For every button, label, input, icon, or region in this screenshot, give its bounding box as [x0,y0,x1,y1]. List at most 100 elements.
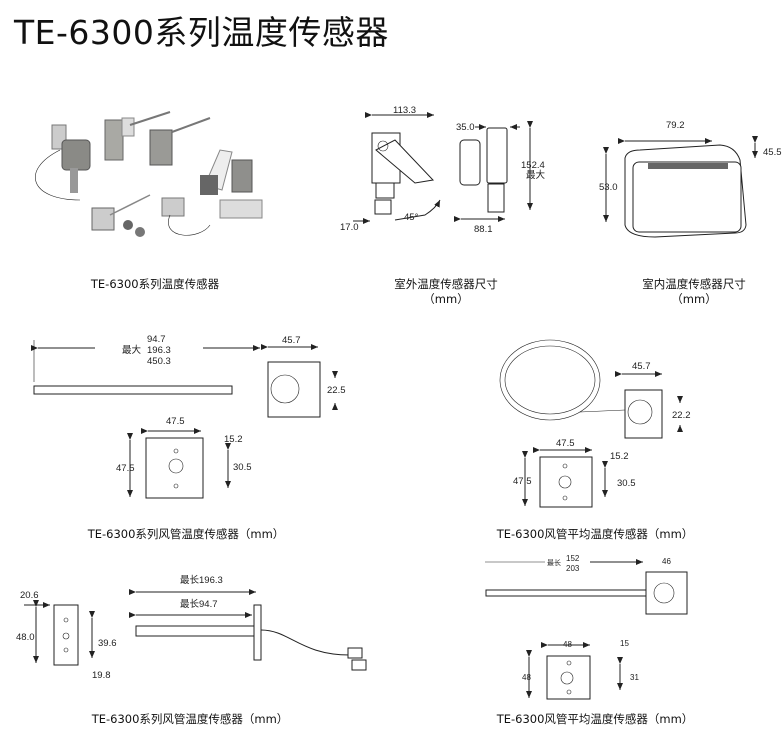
drawing-line [63,647,69,653]
drawing-line [632,161,742,233]
dimension-label: 47.5 [116,463,135,474]
drawing-line [566,689,572,695]
drawing-line [374,199,392,215]
drawing-line [546,655,591,700]
dimension-label: 203 [566,564,580,573]
drawing-line [53,604,79,666]
drawing-line [104,119,124,161]
dimension-label: 45° [404,212,419,223]
averaging-sensor-2-drawing: 最长 152 203 46 48 48 15 31 [485,554,688,700]
dimension-label: 35.0 [456,122,475,133]
drawing-line [135,227,145,237]
outdoor-sensor-drawing: 113.3 17.0 45° 35.0 152.4 最大 88.1 [340,105,546,235]
dimension-label: 22.5 [327,385,346,396]
page-title: TE-6300系列温度传感器 [14,13,389,52]
caption-indoor-unit: （mm） [671,292,717,306]
drawing-line [135,625,255,637]
dimension-label: 79.2 [666,120,685,131]
drawing-line [486,127,508,184]
drawing-line [91,207,115,231]
drawing-line [200,175,218,195]
drawing-line [260,629,351,656]
dimension-label: 20.6 [20,590,39,601]
dimension-label: 46 [662,557,671,566]
drawing-line [63,617,69,623]
drawing-line [459,139,481,186]
drawing-line [109,194,151,216]
drawing-line [149,129,173,166]
drawing-line [560,671,574,685]
drawing-line [351,659,367,671]
caption-duct-1: TE-6300系列风管温度传感器（mm） [87,527,285,541]
dimension-label: 47.5 [166,416,185,427]
dimension-label: 47.5 [513,476,532,487]
dimension-label: 53.0 [599,182,618,193]
drawing-line [161,197,185,217]
duct-sensor-2-drawing: 20.6 48.0 39.6 19.8 最长196.3 最长94.7 [16,574,367,681]
drawing-line [579,409,626,413]
drawing-line [562,495,568,501]
drawing-line [173,448,179,454]
drawing-line [129,111,171,126]
dimension-label: 113.3 [393,105,416,116]
dimension-label: 17.0 [340,222,359,233]
duct-sensor-drawing: 最大 94.7 196.3 450.3 45.7 22.5 47.5 47.5 … [31,334,346,499]
dimension-label: 15 [620,639,629,648]
dimension-label: 48 [522,673,531,682]
drawing-line [375,182,395,199]
caption-avg-2: TE-6300风管平均温度传感器（mm） [496,712,694,726]
caption-outdoor: 室外温度传感器尺寸 [394,277,498,291]
drawing-line [70,168,78,193]
drawing-line [375,139,435,184]
drawing-line [347,647,363,659]
dimension-label: 48 [563,640,572,649]
drawing-line [627,399,653,425]
drawing-line [504,345,596,415]
drawing-line [168,214,211,236]
drawing-line [267,361,321,418]
dimension-label: 45.5 [763,147,782,158]
dimension-label: 最长196.3 [180,574,223,586]
dimension-label: 31 [630,673,639,682]
dimension-label: 19.8 [92,670,111,681]
caption-photo: TE-6300系列温度传感器 [90,277,220,291]
dimension-label: 88.1 [474,224,493,235]
caption-outdoor-unit: （mm） [423,292,469,306]
dimension-label: 30.5 [233,462,252,473]
drawing-line [270,374,300,404]
dimension-label: 39.6 [98,638,117,649]
drawing-line [168,458,184,474]
drawing-line [653,582,675,604]
caption-indoor: 室内温度传感器尺寸 [642,277,746,291]
dimension-label: 15.2 [610,451,629,462]
drawing-line [645,571,688,615]
drawing-line [171,117,211,133]
drawing-line [558,475,572,489]
dimension-label: 45.7 [632,361,651,372]
drawing-line [35,149,81,201]
dimension-label: 45.7 [282,335,301,346]
dimension-label: 196.3 [147,345,171,356]
drawing-line [123,220,133,230]
drawing-line [485,589,647,597]
drawing-line [487,183,505,213]
dimension-label: 22.2 [672,410,691,421]
product-photo [35,111,263,237]
drawing-line [624,389,663,439]
drawing-line [253,604,262,661]
dimension-label: 94.7 [147,334,166,345]
dimension-label: 30.5 [617,478,636,489]
drawing-line [377,140,389,152]
caption-duct-2: TE-6300系列风管温度传感器（mm） [91,712,289,726]
drawing-line [121,117,135,137]
drawing-line [648,163,728,169]
dimension-label: 152 [566,554,580,563]
indoor-sensor-drawing: 79.2 45.5 53.0 [599,120,782,238]
drawing-line [219,199,263,219]
dimension-label: 最大 [526,169,546,181]
drawing-line [33,385,233,395]
drawing-line [394,199,441,221]
drawing-line [539,456,593,508]
